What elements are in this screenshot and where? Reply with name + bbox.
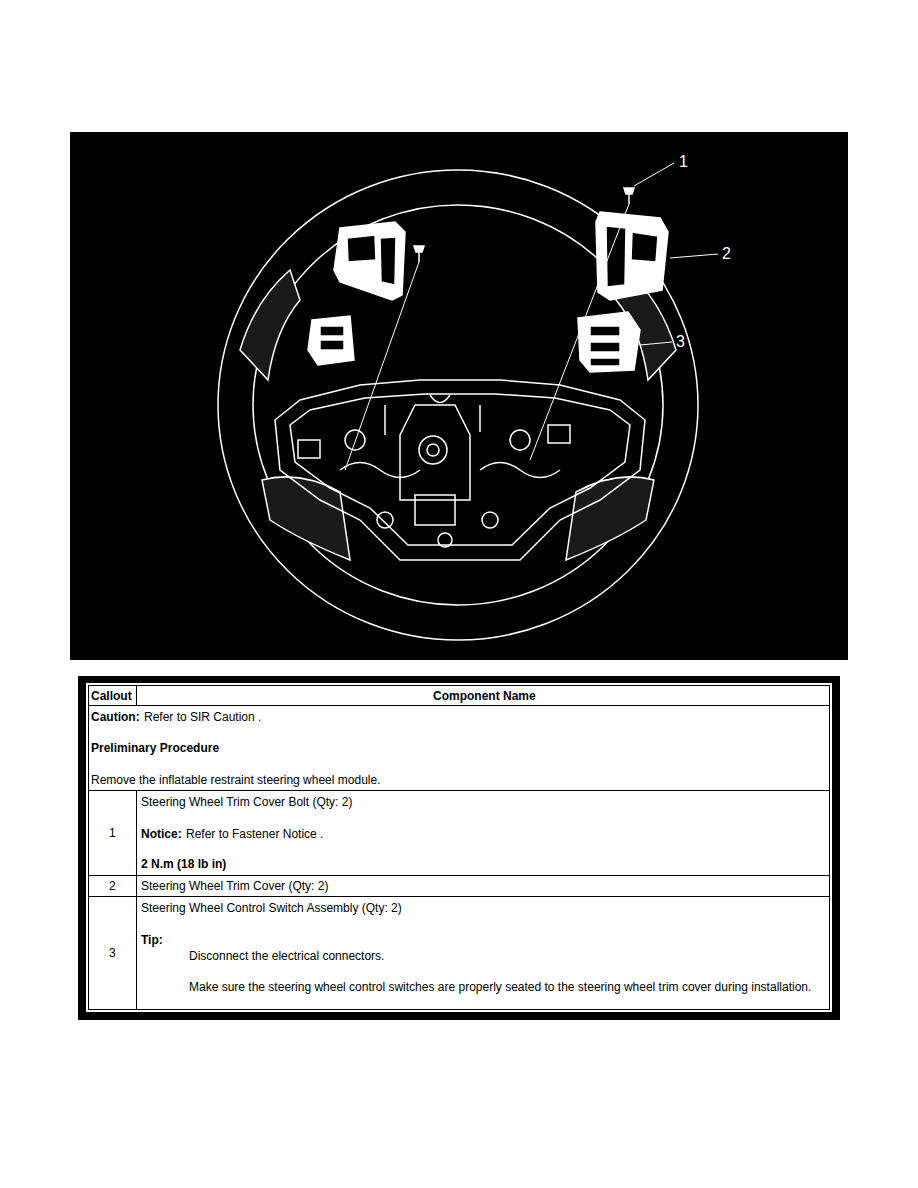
leader-lines: [634, 163, 718, 345]
torque-value: 2 N.m (18 lb in): [141, 857, 226, 871]
component-name: Steering Wheel Trim Cover Bolt (Qty: 2): [141, 795, 352, 809]
component-name: Steering Wheel Control Switch Assembly (…: [141, 901, 402, 915]
tip-text: Disconnect the electrical connectors.: [189, 949, 384, 963]
callout-cell: 1: [109, 826, 116, 840]
tip-heading: Tip:: [141, 933, 163, 947]
table-frame: [78, 676, 840, 1020]
illustration-ground: [70, 132, 848, 660]
table-ground: [86, 683, 832, 1012]
caution-text: Refer to SIR Caution .: [144, 710, 261, 724]
callout-number: 1: [679, 153, 688, 171]
callout-number: 2: [722, 245, 731, 263]
callout-cell: 2: [109, 879, 116, 893]
table-header: Callout: [91, 689, 132, 703]
component-name: Steering Wheel Trim Cover (Qty: 2): [141, 879, 328, 893]
steering-wheel: [218, 170, 698, 640]
table-grid: [88, 685, 830, 1010]
table-header: Component Name: [433, 689, 536, 703]
notice-heading: Notice:: [141, 827, 182, 841]
tip-text: Make sure the steering wheel control swi…: [189, 980, 811, 994]
procedure-heading: Preliminary Procedure: [91, 741, 219, 755]
procedure-text: Remove the inflatable restraint steering…: [91, 773, 381, 787]
caution-heading: Caution:: [91, 710, 140, 724]
callout-number: 3: [676, 333, 685, 351]
notice-text: Refer to Fastener Notice .: [186, 827, 323, 841]
callout-cell: 3: [109, 946, 116, 960]
